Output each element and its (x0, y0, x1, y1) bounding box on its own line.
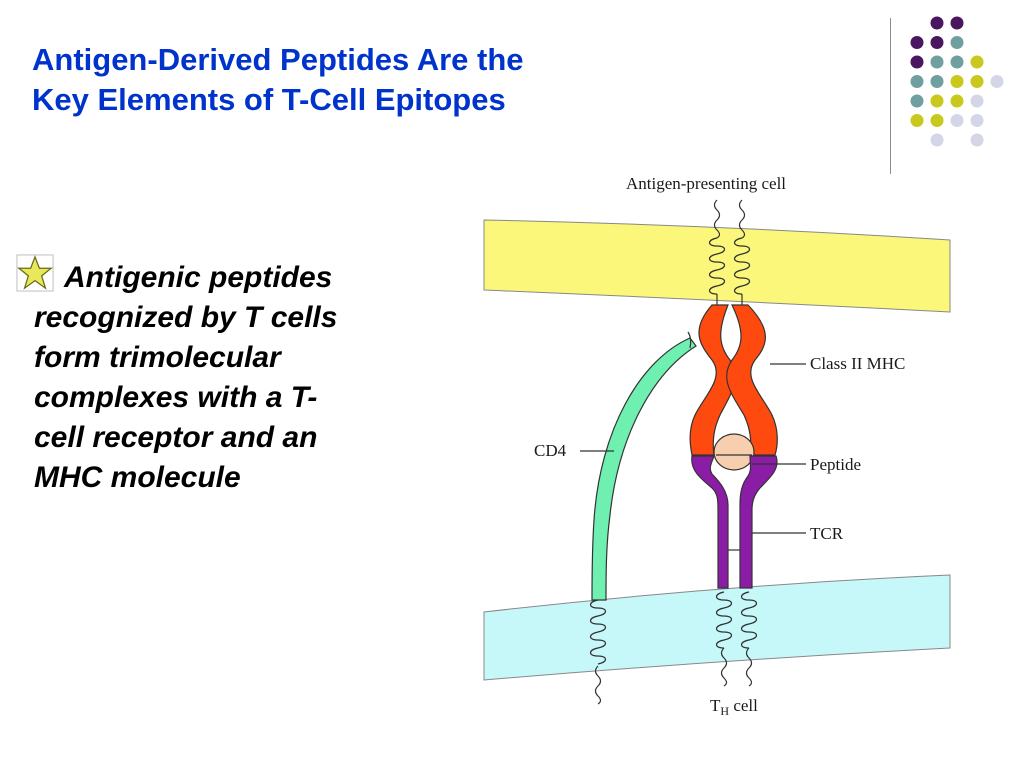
apc-label: Antigen-presenting cell (626, 174, 786, 193)
cd4-label: CD4 (534, 441, 567, 460)
title-line-1: Antigen-Derived Peptides Are the (32, 42, 524, 77)
cd4-tail (594, 665, 602, 705)
decorative-dot (930, 94, 944, 108)
tcr-tail-right (745, 647, 753, 687)
decorative-dot (910, 55, 924, 69)
mhc-coil-right (733, 237, 751, 295)
mhc-tail-right (738, 199, 746, 239)
tcr-right-chain (739, 455, 778, 589)
bullet-line-1: Antigenic peptides (64, 261, 333, 294)
decorative-dot (950, 75, 964, 88)
decorative-dot (970, 133, 984, 147)
tcr-label: TCR (810, 524, 844, 543)
bullet-line-2: recognized by T cells (34, 301, 338, 334)
mhc-tail-left (713, 199, 721, 239)
tcr-coil-left (715, 591, 733, 649)
decorative-dot (910, 114, 924, 127)
bullet-line-5: cell receptor and an (34, 421, 318, 454)
star-icon (16, 254, 54, 292)
bullet-line-4: complexes with a T- (34, 381, 318, 414)
decorative-dot (950, 16, 964, 30)
decorative-dot (910, 75, 924, 88)
tcr-coil-right (740, 591, 758, 649)
slide-title: Antigen-Derived Peptides Are the Key Ele… (32, 40, 692, 120)
decorative-dot (930, 55, 944, 69)
cd4-tip (687, 331, 692, 349)
title-line-2: Key Elements of T-Cell Epitopes (32, 82, 506, 117)
class-ii-mhc-right-chain (726, 304, 778, 456)
decorative-dot (950, 94, 964, 108)
decorative-dot (970, 94, 984, 108)
trimolecular-complex-diagram: Antigen-presenting cell Class II MHC Pep… (483, 174, 951, 718)
decorative-dot (950, 36, 964, 49)
decorative-dot (970, 75, 984, 88)
decorative-dot (990, 75, 1004, 88)
decorative-dot (930, 114, 944, 127)
decorative-dot (970, 114, 984, 127)
decorative-dot (930, 36, 944, 49)
class-ii-mhc-left-chain (689, 304, 737, 456)
decorative-dot (930, 133, 944, 147)
decorative-dot (950, 55, 964, 69)
peptide-label: Peptide (810, 455, 861, 474)
divider-line (890, 18, 891, 174)
decorative-dot (930, 16, 944, 30)
th-cell-label: TH cell (710, 696, 758, 718)
tcr-tail-left (720, 647, 728, 687)
decorative-dot (930, 75, 944, 88)
decorative-dot (910, 36, 924, 49)
decorative-dot (910, 94, 924, 108)
cd4-molecule (591, 337, 697, 601)
tcr-left-chain (691, 455, 729, 589)
bullet-line-3: form trimolecular (34, 341, 281, 374)
mhc-label: Class II MHC (810, 354, 905, 373)
cd4-coil (589, 599, 607, 665)
mhc-coil-left (708, 237, 726, 295)
apc-membrane (483, 219, 951, 313)
decorative-dot (950, 114, 964, 127)
bullet-line-6: MHC molecule (34, 461, 241, 494)
peptide-ellipse (713, 433, 755, 471)
decorative-dot (970, 55, 984, 69)
bullet-text: Antigenic peptides recognized by T cells… (34, 258, 454, 498)
